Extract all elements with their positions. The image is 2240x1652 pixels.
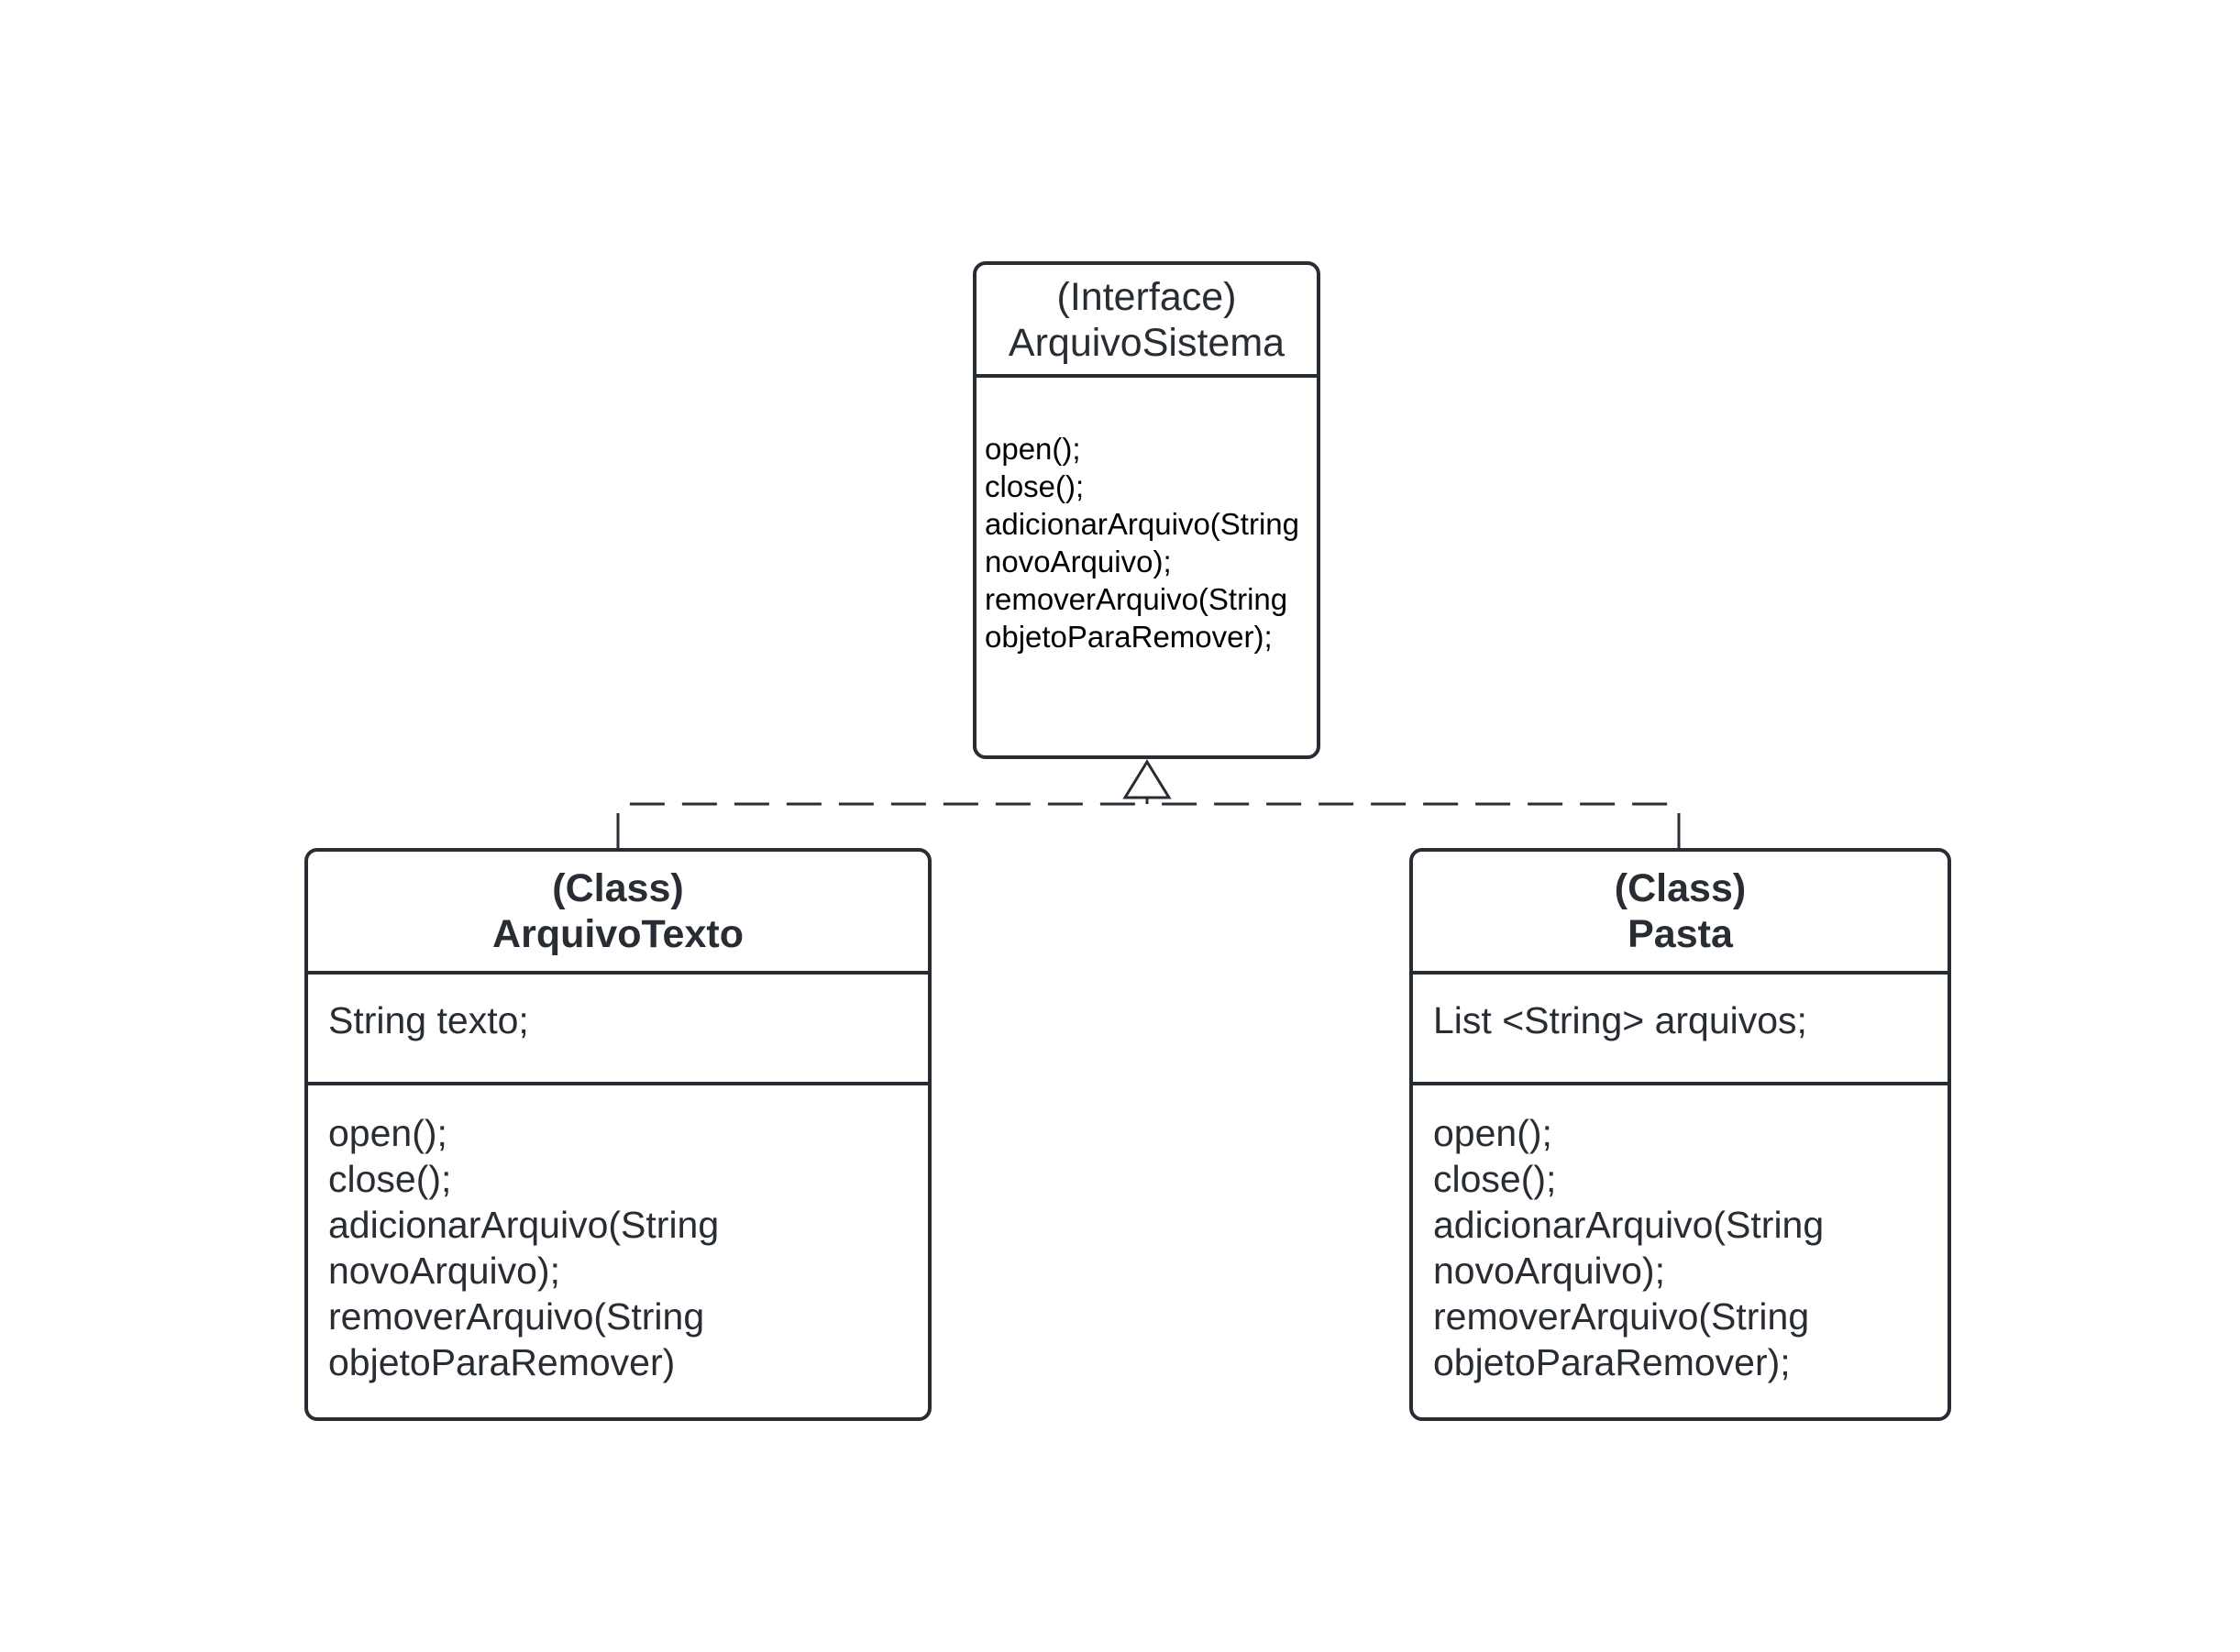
class-method: close();: [328, 1158, 452, 1200]
class-header: (Class) Pasta: [1413, 852, 1948, 975]
interface-method: objetoParaRemover);: [985, 620, 1273, 654]
realization-arrowhead: [1122, 759, 1172, 799]
class-method: objetoParaRemover);: [1433, 1341, 1791, 1383]
interface-method: removerArquivo(String: [985, 582, 1288, 616]
interface-stereotype: (Interface): [1056, 274, 1237, 319]
class-method: removerArquivo(String: [328, 1295, 705, 1338]
class-arquivotexto-box[interactable]: (Class) ArquivoTexto String texto; open(…: [304, 848, 932, 1421]
interface-method: close();: [985, 469, 1085, 503]
class-method: novoArquivo);: [1433, 1250, 1665, 1292]
interface-method: open();: [985, 432, 1081, 466]
class-method: open();: [328, 1112, 447, 1154]
interface-methods: open(); close(); adicionarArquivo(String…: [977, 378, 1317, 655]
class-attributes: List <String> arquivos;: [1413, 975, 1948, 1085]
class-method: open();: [1433, 1112, 1552, 1154]
class-pasta-box[interactable]: (Class) Pasta List <String> arquivos; op…: [1409, 848, 1951, 1421]
class-header: (Class) ArquivoTexto: [308, 852, 928, 975]
class-method: adicionarArquivo(String: [328, 1204, 720, 1246]
class-methods: open(); close(); adicionarArquivo(String…: [308, 1085, 928, 1385]
class-name: Pasta: [1628, 912, 1733, 956]
interface-method: novoArquivo);: [985, 545, 1172, 578]
class-attribute: List <String> arquivos;: [1433, 999, 1807, 1041]
interface-method: adicionarArquivo(String: [985, 507, 1300, 541]
class-method: novoArquivo);: [328, 1250, 560, 1292]
interface-arquivosistema-box[interactable]: (Interface) ArquivoSistema open(); close…: [973, 261, 1320, 759]
realization-line-arquivotexto: [616, 802, 1147, 848]
class-attributes: String texto;: [308, 975, 928, 1085]
class-method: adicionarArquivo(String: [1433, 1204, 1825, 1246]
class-stereotype: (Class): [552, 866, 684, 910]
class-method: removerArquivo(String: [1433, 1295, 1810, 1338]
class-method: close();: [1433, 1158, 1557, 1200]
class-attribute: String texto;: [328, 999, 529, 1041]
class-name: ArquivoTexto: [492, 912, 744, 956]
class-stereotype: (Class): [1614, 866, 1747, 910]
interface-header: (Interface) ArquivoSistema: [977, 265, 1317, 378]
class-methods: open(); close(); adicionarArquivo(String…: [1413, 1085, 1948, 1385]
class-method: objetoParaRemover): [328, 1341, 676, 1383]
interface-name: ArquivoSistema: [1008, 320, 1286, 365]
realization-line-pasta: [1147, 802, 1681, 848]
